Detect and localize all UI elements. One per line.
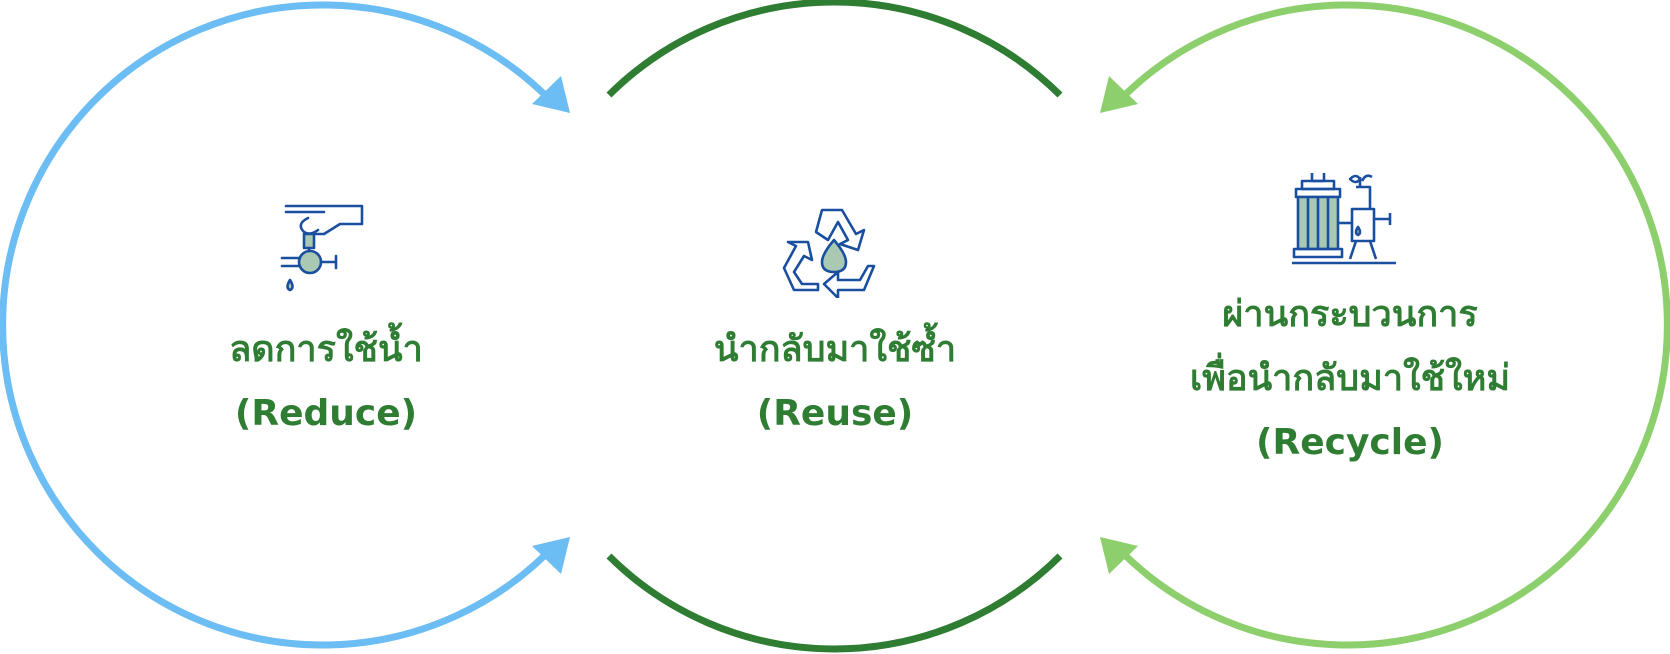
faucet-hand-icon [280, 204, 364, 292]
reuse-ring-top-arc [606, 0, 1063, 98]
reduce-step-label: ลดการใช้น้ำ (Reduce) [126, 318, 526, 446]
reuse-step-label: นำกลับมาใช้ซ้ำ (Reuse) [635, 318, 1035, 446]
reduce-ring-arc [0, 1, 558, 649]
recycle-arrow-head-bottom [1100, 537, 1138, 574]
recycle-ring-arc [1112, 1, 1670, 649]
reduce-subtitle: (Reduce) [234, 393, 418, 434]
recycle-title-line2: เพื่อนำกลับมาใช้ใหม่ [1189, 358, 1511, 399]
reuse-title: นำกลับมาใช้ซ้ำ [713, 329, 957, 370]
recycle-step-label: ผ่านกระบวนการ เพื่อนำกลับมาใช้ใหม่ (Recy… [1125, 283, 1575, 475]
reduce-arrow-head-top [532, 76, 570, 113]
reuse-subtitle: (Reuse) [756, 393, 914, 434]
reuse-ring-bottom-arc [606, 553, 1063, 653]
reduce-title: ลดการใช้น้ำ [229, 329, 423, 370]
water-treatment-plant-icon [1292, 173, 1396, 265]
recycle-arrow-head-top [1100, 76, 1138, 113]
reduce-arrow-head-bottom [532, 537, 570, 574]
recycle-water-drop-icon [782, 208, 876, 298]
recycle-subtitle: (Recycle) [1256, 422, 1444, 463]
recycle-title-line1: ผ่านกระบวนการ [1222, 294, 1478, 335]
